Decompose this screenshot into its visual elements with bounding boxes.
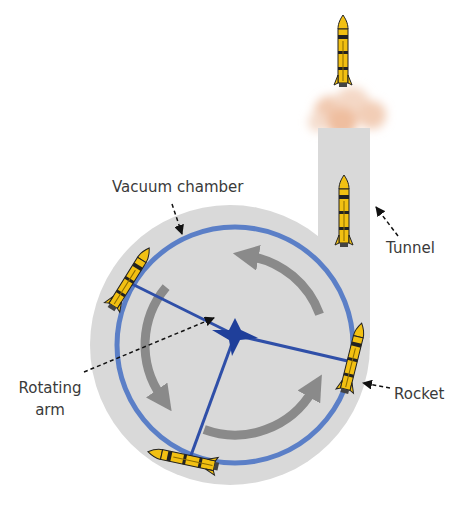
- tunnel-label: Tunnel: [386, 238, 435, 260]
- chamber-label: Vacuum chamber: [112, 177, 243, 199]
- rocket: [335, 175, 353, 247]
- rocket: [146, 443, 220, 476]
- rocket: [103, 243, 156, 314]
- ring-track: [117, 227, 353, 463]
- leader-lines: [84, 204, 398, 388]
- rotation-arrows: [145, 256, 320, 435]
- rocket: [334, 15, 352, 87]
- rocket: [336, 321, 371, 395]
- rotating-arm: [128, 282, 352, 458]
- vacuum-chamber: [90, 128, 370, 485]
- arm-hub: [212, 318, 258, 356]
- arm-label: Rotating arm: [8, 378, 92, 422]
- rocket-label: Rocket: [394, 384, 444, 406]
